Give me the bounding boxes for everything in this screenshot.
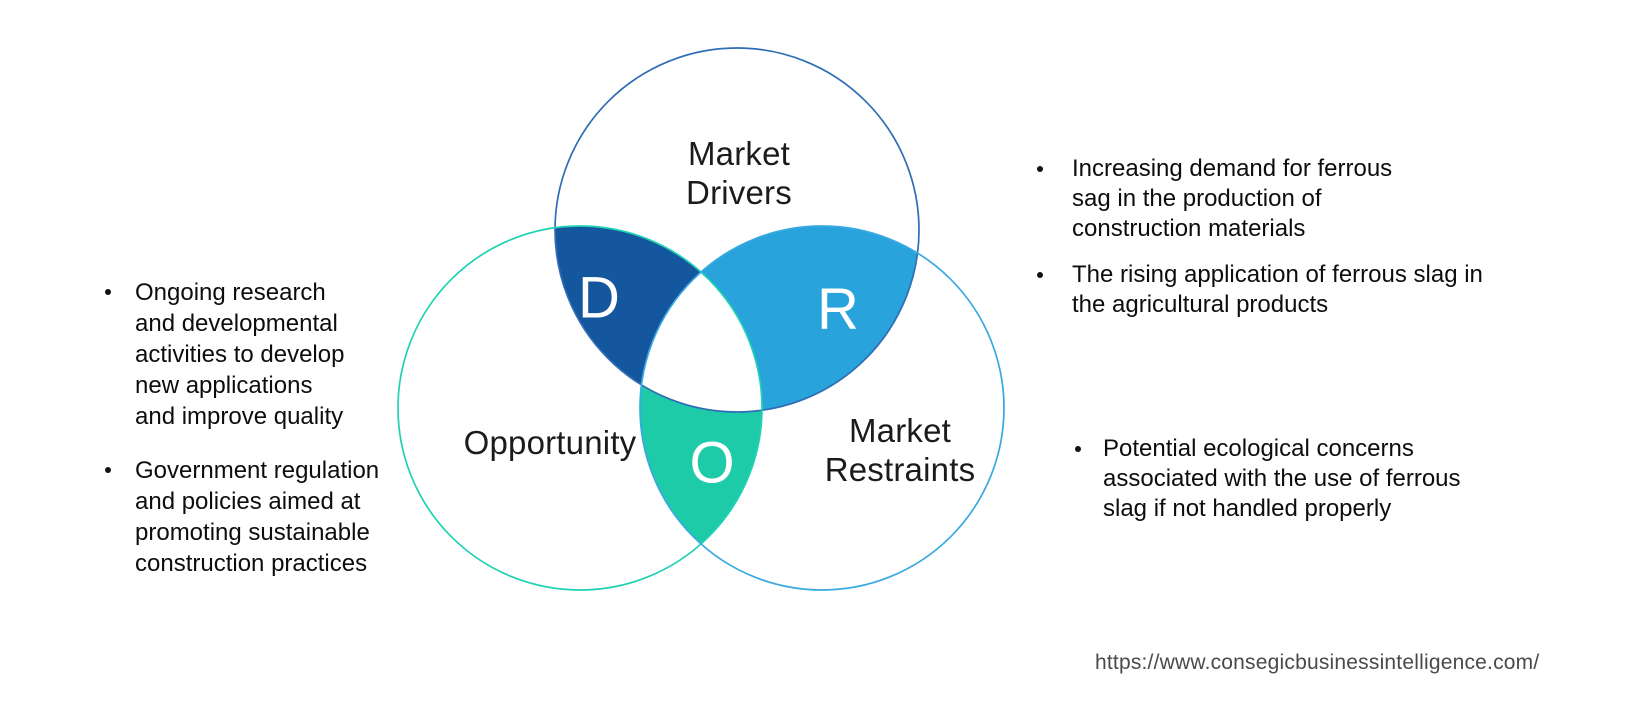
bullet-icon (1075, 446, 1081, 452)
region-letter-d: D (578, 265, 620, 331)
bullet-icon (105, 467, 111, 473)
region-letter-o: O (689, 430, 735, 496)
bullet-icon (1037, 272, 1043, 278)
drivers-circle-outline (554, 47, 920, 413)
source-url-text: https://www.consegicbusinessintelligence… (1095, 651, 1540, 674)
opportunity-circle-outline (397, 225, 763, 591)
restraints-circle-outline (639, 225, 1005, 591)
bullet-icon (1037, 166, 1043, 172)
region-letter-r: R (817, 276, 859, 342)
bullet-text: The rising application of ferrous slag i… (1072, 261, 1483, 318)
bullet-icon (105, 289, 111, 295)
opportunity-label: Opportunity (463, 424, 637, 461)
list-item: The rising application of ferrous slag i… (1030, 260, 1570, 320)
